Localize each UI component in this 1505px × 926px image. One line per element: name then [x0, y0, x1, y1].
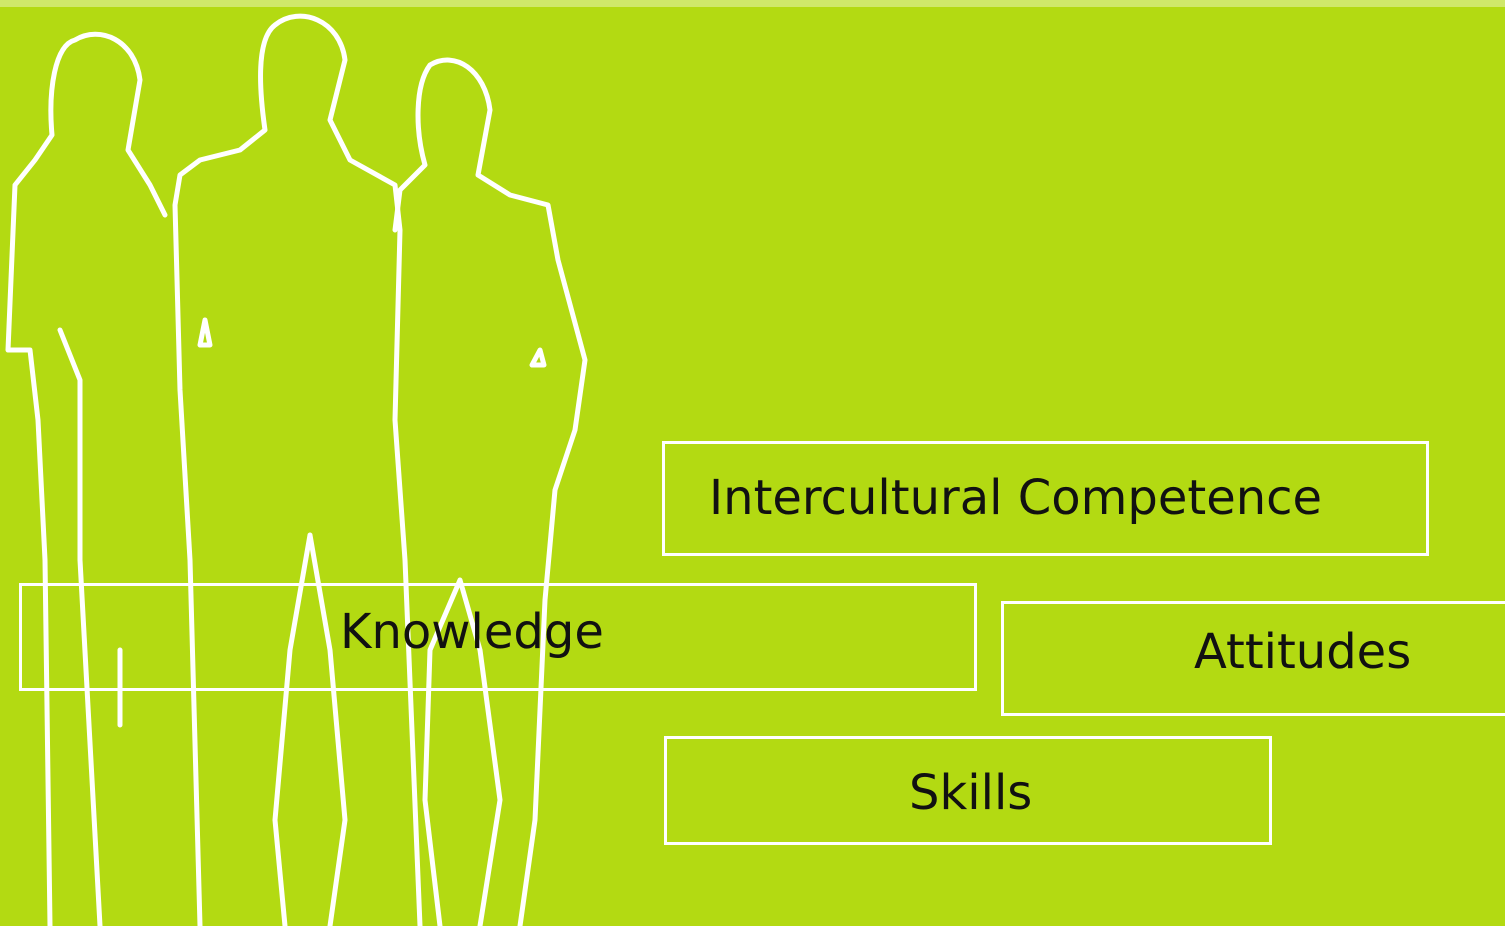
skills-label: Skills	[909, 765, 1033, 821]
left-person-outline	[5, 31, 168, 926]
skills-box: Skills	[664, 736, 1272, 845]
knowledge-box: Knowledge	[19, 583, 977, 691]
center-person-outline	[172, 13, 423, 926]
intercultural-competence-label: Intercultural Competence	[709, 470, 1323, 526]
right-person-outline	[392, 57, 588, 926]
intercultural-competence-box: Intercultural Competence	[662, 441, 1429, 556]
attitudes-box: Attitudes	[1001, 601, 1505, 716]
top-strip	[0, 0, 1505, 7]
people-silhouette-image	[5, 13, 588, 926]
attitudes-label: Attitudes	[1194, 624, 1412, 680]
knowledge-label: Knowledge	[340, 604, 604, 660]
